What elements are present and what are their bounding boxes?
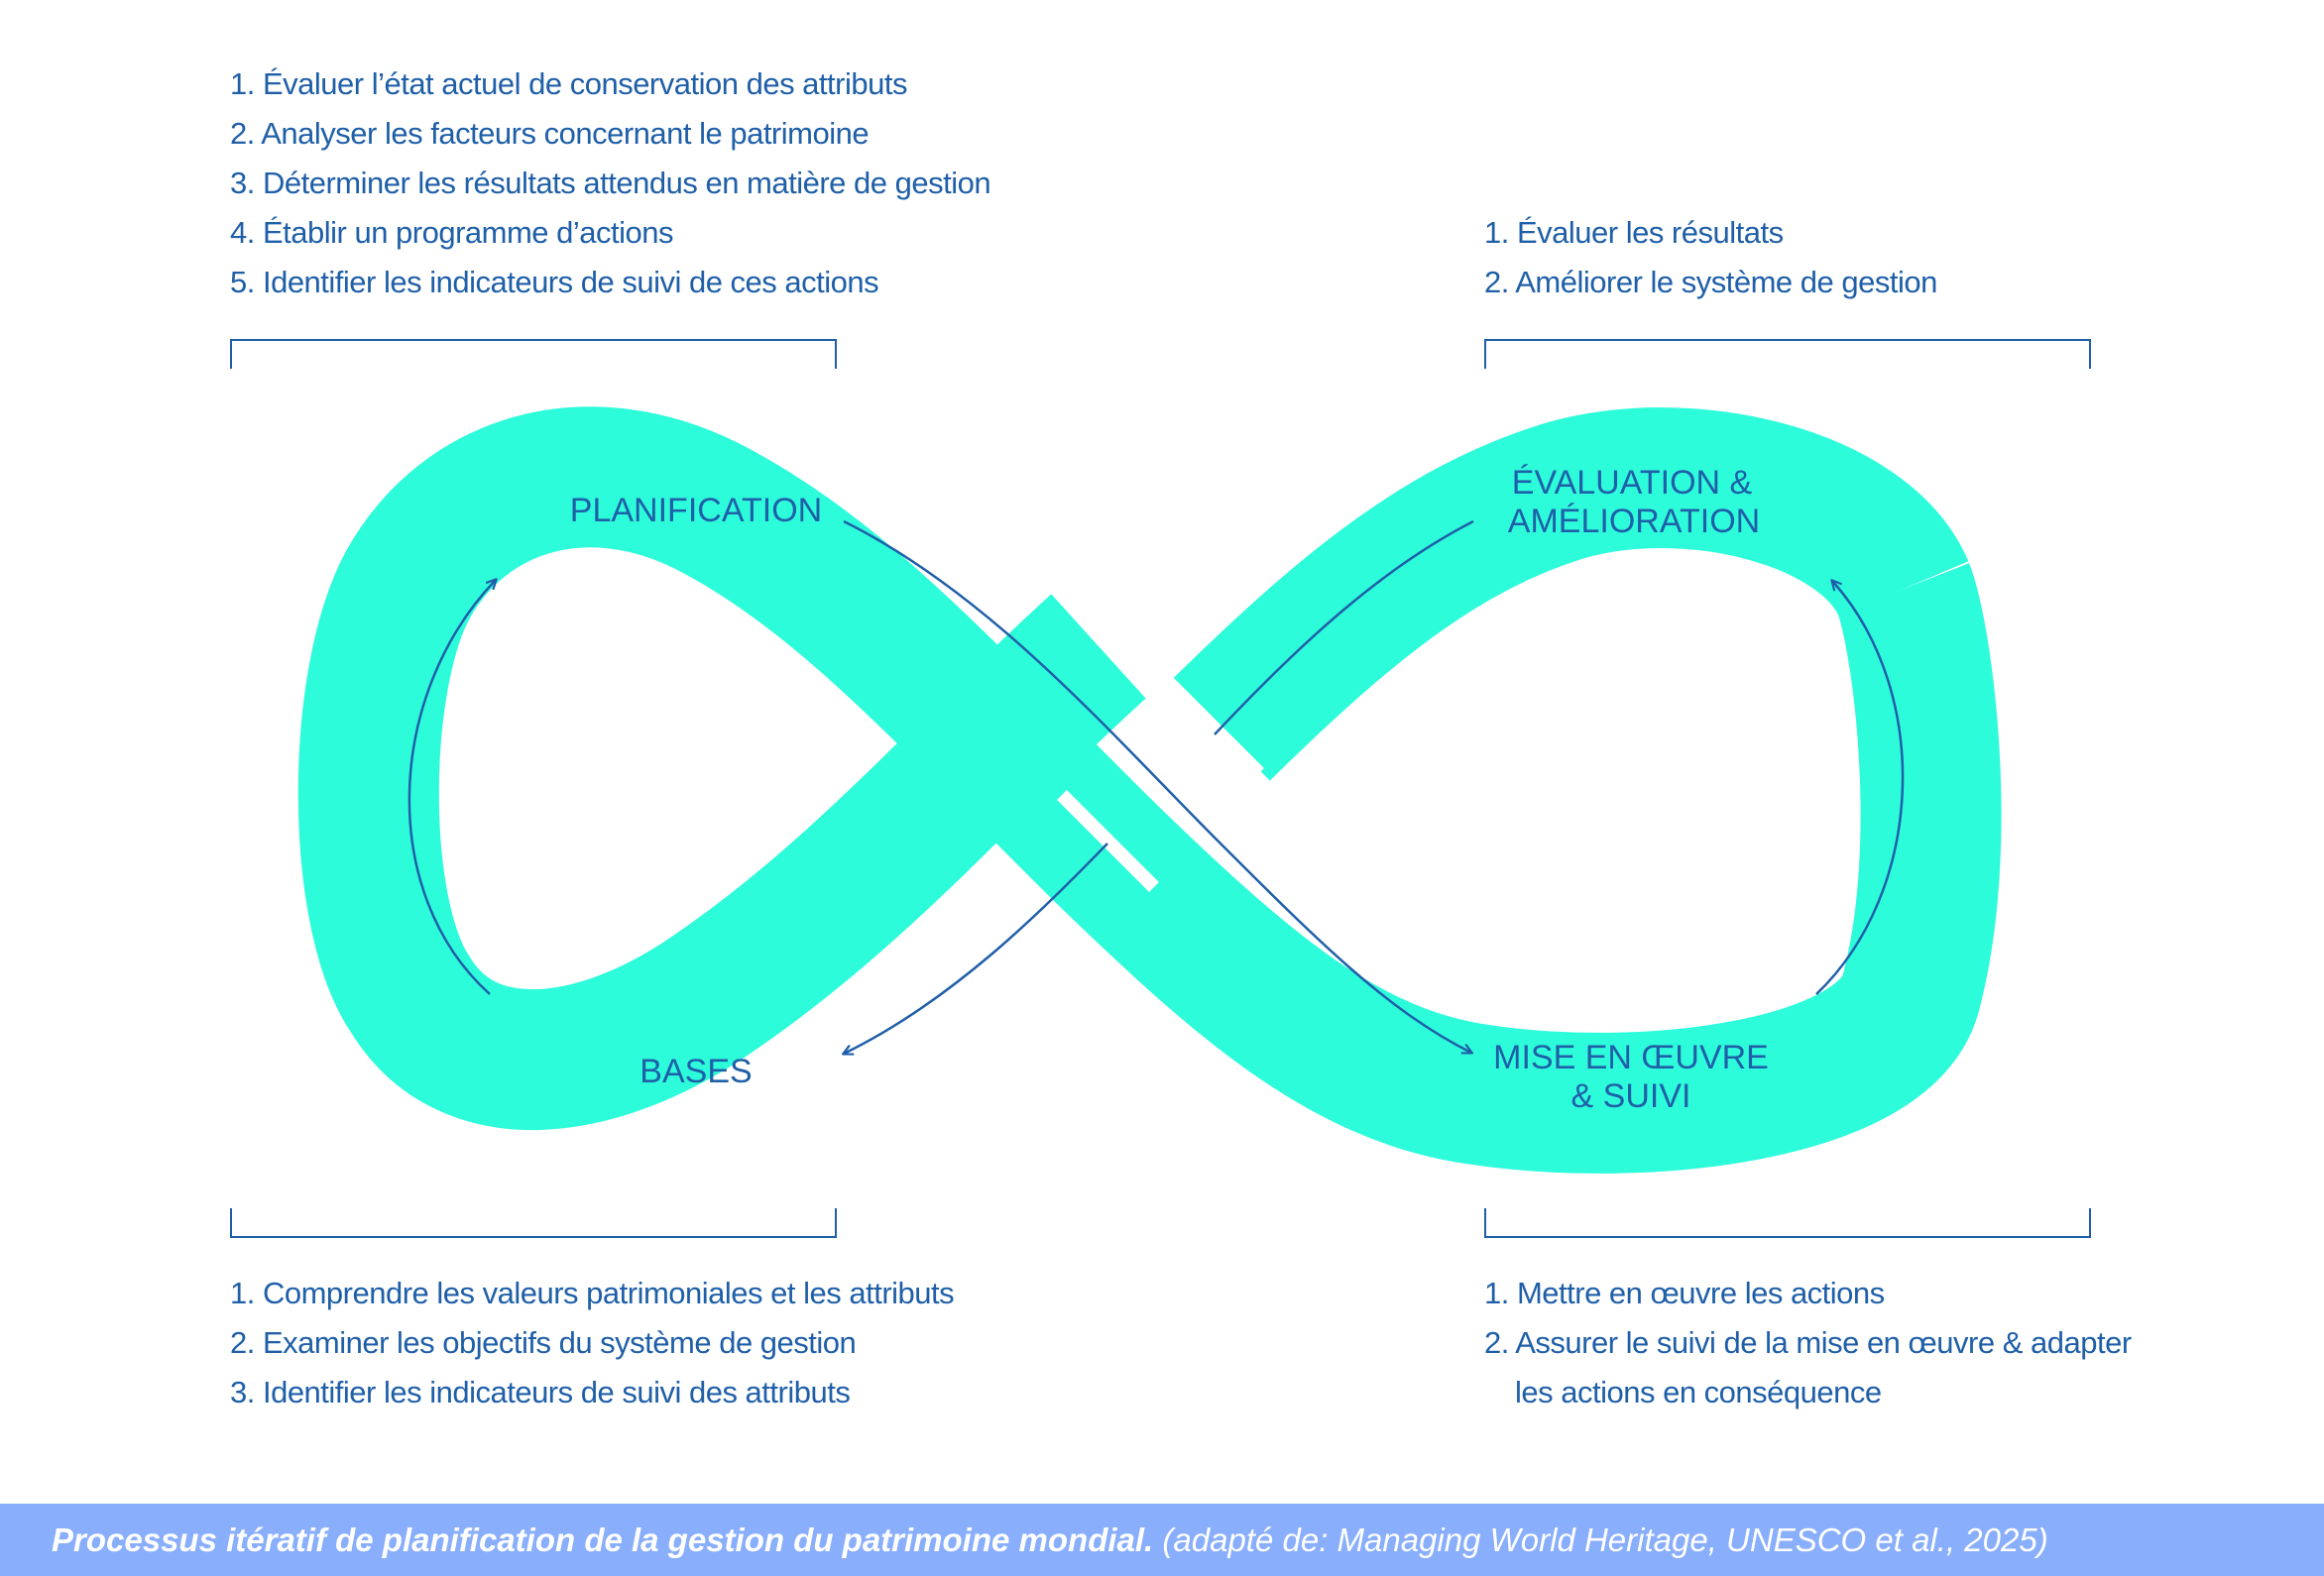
arrow-planning-to-implementation: [843, 519, 1471, 1053]
evaluation-steps-list: 1. Évaluer les résultats 2. Améliorer le…: [1484, 208, 1937, 307]
arrow-bases-to-planning: [407, 580, 496, 995]
caption-source: (adapté de: Managing World Heritage, UNE…: [1162, 1521, 2048, 1558]
evaluation-bracket: [1484, 339, 2091, 369]
planning-step-5: 5. Identifier les indicateurs de suivi d…: [230, 265, 879, 299]
planning-steps-list: 1. Évaluer l’état actuel de conservation…: [230, 59, 991, 307]
stage-label-bases: BASES: [639, 1053, 752, 1090]
stage-label-implementation-line2: & SUIVI: [1571, 1077, 1691, 1115]
bases-step-2: 2. Examiner les objectifs du système de …: [230, 1325, 857, 1360]
bases-step-1: 1. Comprendre les valeurs patrimoniales …: [230, 1276, 955, 1310]
planning-step-2: 2. Analyser les facteurs concernant le p…: [230, 116, 870, 151]
evaluation-step-1: 1. Évaluer les résultats: [1484, 215, 1784, 250]
arrow-evaluation-to-crossing: [1214, 519, 1474, 735]
arrow-crossing-to-bases: [844, 843, 1108, 1054]
implementation-step-2-text: 2. Assurer le suivi de la mise en œuvre …: [1484, 1325, 2132, 1360]
figure-caption: Processus itératif de planification de l…: [0, 1504, 2324, 1576]
planning-bracket: [230, 339, 837, 369]
implementation-bracket: [1484, 1208, 2091, 1238]
stage-label-evaluation-line2: AMÉLIORATION: [1508, 503, 1760, 540]
loop-band-evaluation: [1171, 407, 1969, 781]
planning-step-3: 3. Déterminer les résultats attendus en …: [230, 166, 991, 200]
arrow-implementation-to-evaluation: [1815, 581, 1905, 995]
stage-label-planning: PLANIFICATION: [570, 492, 822, 529]
implementation-step-2: 2. Assurer le suivi de la mise en œuvre …: [1484, 1318, 2132, 1417]
infinity-loop-diagram: PLANIFICATION ÉVALUATION & AMÉLIORATION …: [297, 406, 2002, 1174]
loop-gap-lower: [1057, 790, 1159, 892]
caption-title: Processus itératif de planification de l…: [52, 1521, 1154, 1558]
implementation-step-1: 1. Mettre en œuvre les actions: [1484, 1276, 1885, 1310]
evaluation-step-2: 2. Améliorer le système de gestion: [1484, 265, 1937, 299]
planning-step-1: 1. Évaluer l’état actuel de conservation…: [230, 66, 907, 101]
stage-label-evaluation-line1: ÉVALUATION &: [1512, 464, 1753, 502]
bases-bracket: [230, 1208, 837, 1238]
planning-step-4: 4. Établir un programme d’actions: [230, 215, 674, 250]
bases-steps-list: 1. Comprendre les valeurs patrimoniales …: [230, 1269, 955, 1417]
loop-gap-upper: [1162, 676, 1264, 778]
bases-step-3: 3. Identifier les indicateurs de suivi d…: [230, 1375, 851, 1409]
stage-label-implementation-line1: MISE EN ŒUVRE: [1493, 1039, 1769, 1076]
implementation-steps-list: 1. Mettre en œuvre les actions 2. Assure…: [1484, 1269, 2132, 1417]
loop-band-planning-to-implementation: [297, 406, 2002, 1174]
implementation-step-2-continuation: les actions en conséquence: [1515, 1375, 1882, 1409]
